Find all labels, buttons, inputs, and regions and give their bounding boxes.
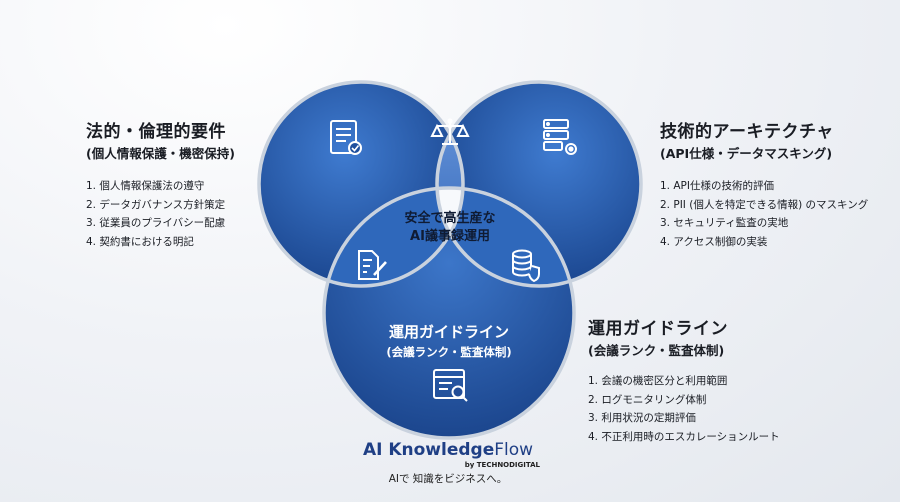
ops-list: 1. 会議の機密区分と利用範囲 2. ログモニタリング体制 3. 利用状況の定期… [588,372,780,446]
brand-name: AI KnowledgeFlow [338,440,558,460]
venn-overlap-left-bottom [324,188,463,286]
legal-ethical-panel: 法的・倫理的要件 (個人情報保護・機密保持) 1. 個人情報保護法の遵守 2. … [86,121,235,251]
list-item: 1. 会議の機密区分と利用範囲 [588,375,728,387]
legal-subtitle: (個人情報保護・機密保持) [86,146,235,161]
list-item: 2. ログモニタリング体制 [588,393,707,406]
tech-subtitle: (API仕様・データマスキング) [660,146,833,161]
database-shield-icon [512,249,540,283]
operation-guidelines-panel: 運用ガイドライン (会議ランク・監査体制) 1. 会議の機密区分と利用範囲 2.… [588,318,780,446]
list-item: 2. PII (個人を特定できる情報) のマスキング [660,198,869,211]
venn-overlap-right-bottom [437,188,574,286]
brand-byline: by TECHNODIGITAL [464,461,540,469]
brand-logo: AI KnowledgeFlow by TECHNODIGITAL AIで 知識… [338,440,558,486]
list-item: 4. 契約書における明記 [86,235,194,248]
technical-architecture-panel: 技術的アーキテクチャ (API仕様・データマスキング) 1. API仕様の技術的… [660,121,868,251]
tech-list: 1. API仕様の技術的評価 2. PII (個人を特定できる情報) のマスキン… [660,177,868,251]
brand-name-light: Flow [494,440,534,460]
scales-icon [430,118,470,145]
venn-ring-bottom [322,186,576,440]
venn-center-line2: AI議事録運用 [410,228,490,244]
venn-ring-left [257,80,465,288]
list-item: 1. 個人情報保護法の遵守 [86,180,205,192]
ops-title: 運用ガイドライン [588,319,728,339]
document-check-icon [330,120,362,155]
venn-center-line1: 安全で高生産な [404,210,495,226]
venn-bottom-line1: 運用ガイドライン [389,323,509,341]
legal-list: 1. 個人情報保護法の遵守 2. データガバナンス方針策定 3. 従業員のプライ… [86,177,235,251]
venn-ring-right [435,80,643,288]
list-item: 1. API仕様の技術的評価 [660,180,774,192]
list-search-icon [433,369,468,402]
list-item: 4. アクセス制御の実装 [660,235,768,248]
list-item: 4. 不正利用時のエスカレーションルート [588,430,780,443]
server-settings-icon [543,119,577,155]
brand-name-bold: AI Knowledge [362,440,495,460]
brand-tagline: AIで 知識をビジネスへ。 [388,473,508,485]
edit-document-icon [358,250,387,280]
list-item: 3. セキュリティ監査の実地 [660,217,789,230]
list-item: 3. 従業員のプライバシー配慮 [86,217,226,230]
legal-title: 法的・倫理的要件 [86,122,226,142]
ops-subtitle: (会議ランク・監査体制) [588,343,725,358]
list-item: 2. データガバナンス方針策定 [86,198,226,211]
list-item: 3. 利用状況の定期評価 [588,412,696,425]
tech-title: 技術的アーキテクチャ [660,122,834,142]
venn-bottom-line2: (会議ランク・監査体制) [386,345,511,359]
